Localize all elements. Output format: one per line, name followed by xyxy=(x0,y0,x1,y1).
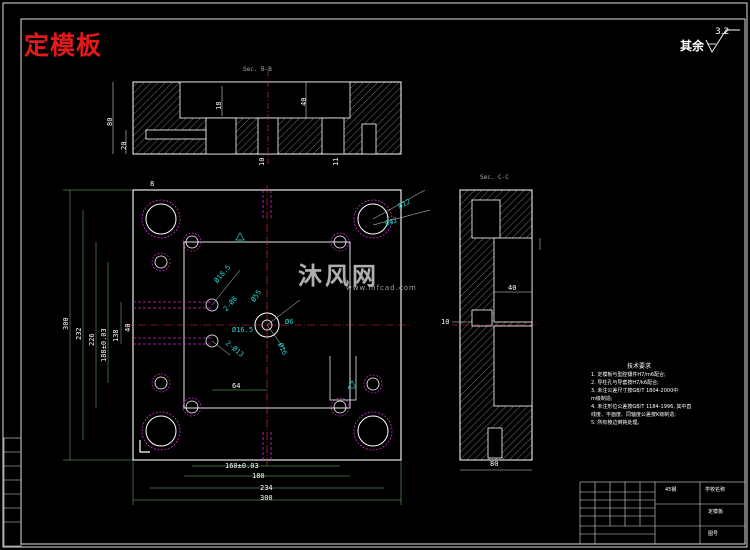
section-bb-label: Sec. B-B xyxy=(243,66,272,73)
plan-dim-h160: 160±0.03 xyxy=(225,462,259,470)
plan-dim-h234: 234 xyxy=(260,484,273,492)
bb-dim-w2: 11 xyxy=(332,157,340,166)
bb-dim-h3: 18 xyxy=(215,101,223,110)
technical-notes: 技术要求 1. 定模板与型腔镶件H7/m6配合; 2. 导柱孔与导套按H7/k6… xyxy=(591,363,741,427)
section-cc xyxy=(452,189,541,471)
drawing-title: 定模板 xyxy=(24,31,103,60)
section-bb xyxy=(112,70,402,166)
plan-dim-v300: 300 xyxy=(62,317,70,330)
note-item: 2. 导柱孔与导套按H7/k6配合; xyxy=(591,380,659,386)
plan-dim-v40: 40 xyxy=(124,323,132,332)
plan-dim-h300: 300 xyxy=(260,494,273,502)
roughness-symbol xyxy=(705,29,740,53)
tb-part: 定模板 xyxy=(708,509,724,515)
plan-dim-c9: Ø16.5 xyxy=(232,326,254,334)
bb-dim-w1: 10 xyxy=(258,157,266,166)
note-item: 线度、平面度、同轴度公差按K级制造; xyxy=(591,412,676,418)
watermark-logo: 沐风网 xyxy=(298,262,379,290)
plan-dim-v138: 138 xyxy=(112,329,120,342)
side-table xyxy=(3,437,22,547)
note-item: 5. 所有棱边倒钝处理。 xyxy=(591,420,643,426)
note-item: 4. 未注形位公差按GB/T 1184-1996, 其中直 xyxy=(591,404,692,410)
plan-dim-h180: 180 xyxy=(252,472,265,480)
cc-dim-left: 10 xyxy=(441,318,450,326)
cc-dim-w2: 80 xyxy=(490,460,499,468)
watermark-url: www.mfcad.com xyxy=(346,284,417,292)
plan-dim-top: 8 xyxy=(150,180,155,188)
inner-border xyxy=(20,18,746,545)
roughness-label: 其余 xyxy=(680,39,705,53)
roughness-value: 3.2 xyxy=(715,27,730,37)
plan-dim-h64: 64 xyxy=(232,382,241,390)
bb-dim-h2: 40 xyxy=(300,97,308,106)
note-item: m级制造; xyxy=(591,396,613,402)
tb-material: 45钢 xyxy=(665,487,677,493)
plan-dim-v188: 188±0.03 xyxy=(100,328,108,362)
notes-heading: 技术要求 xyxy=(627,363,652,370)
note-item: 1. 定模板与型腔镶件H7/m6配合; xyxy=(591,372,666,378)
plan-dim-v232: 232 xyxy=(75,327,83,340)
cc-dim-w1: 40 xyxy=(508,284,517,292)
title-block xyxy=(579,481,746,545)
plan-view xyxy=(63,185,431,505)
plan-dim-c8: Ø6 xyxy=(285,318,294,326)
tb-school: 学校名称 xyxy=(705,487,726,493)
tb-drawing-no: 图号 xyxy=(708,531,719,537)
bb-dim-h4: 20 xyxy=(120,141,128,150)
bb-dim-h1: 80 xyxy=(106,117,114,126)
plan-dim-v226: 226 xyxy=(88,333,96,346)
note-item: 3. 未注公差尺寸按GB/T 1804-2000中 xyxy=(591,388,679,394)
section-cc-label: Sec. C-C xyxy=(480,174,509,181)
